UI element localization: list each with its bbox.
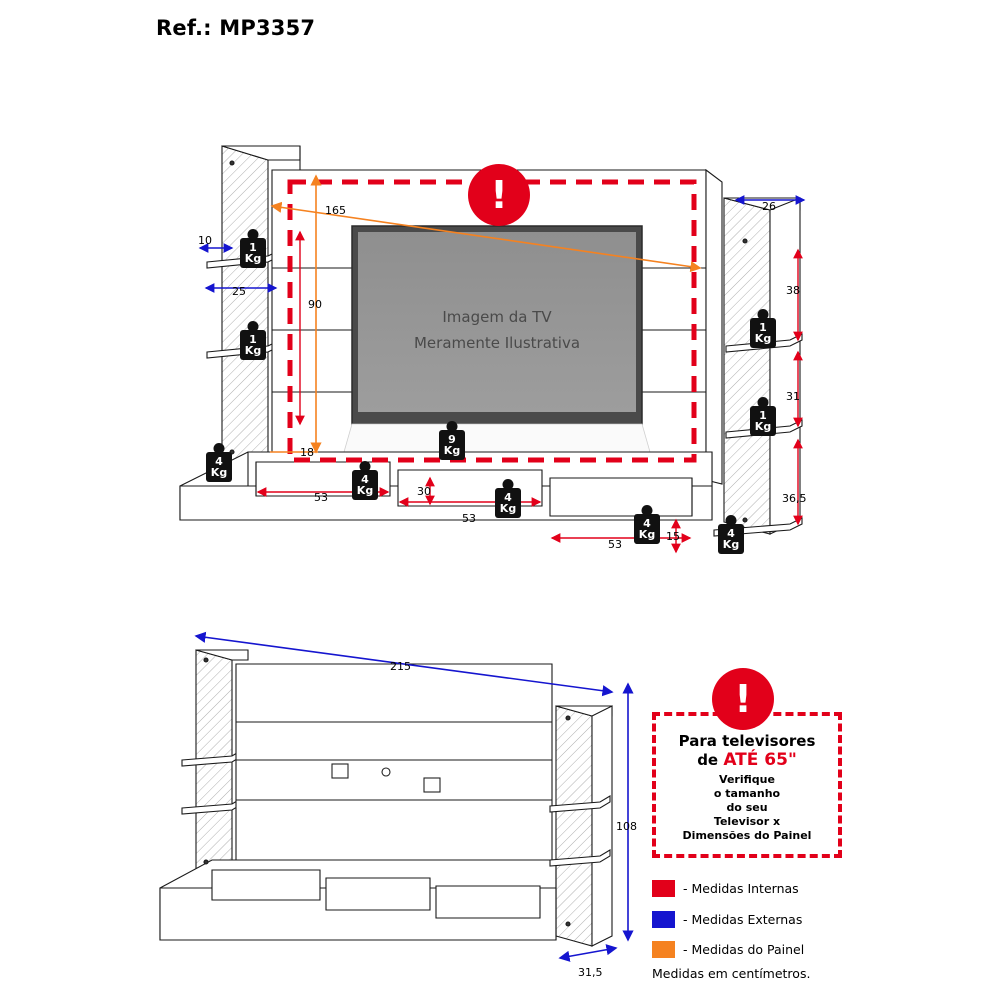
dim-53-a: 53 [314,491,328,504]
dim-30: 30 [417,485,431,498]
dim-26: 26 [762,200,776,213]
kg-left-shelf-1a: 1 Kg [240,238,266,268]
dim-108: 108 [616,820,637,833]
exclamation-icon: ! [712,668,774,730]
kg-base-4d: 4 Kg [634,514,660,544]
dim-215: 215 [390,660,411,673]
dim-15: 15 [666,530,680,543]
legend-note: Medidas em centímetros. [652,966,811,981]
dim-31-5: 31,5 [578,966,603,979]
dim-38: 38 [786,284,800,297]
warning-max-size: ATÉ 65" [723,750,797,770]
kg-left-base-4a: 4 Kg [206,452,232,482]
dim-31: 31 [786,390,800,403]
exclamation-icon: ! [468,164,530,226]
kg-right-base-4e: 4 Kg [718,524,744,554]
dim-10: 10 [198,234,212,247]
dim-53-c: 53 [608,538,622,551]
legend-label-internas: - Medidas Internas [683,881,799,896]
page-title: Ref.: MP3357 [156,16,316,40]
dim-53-b: 53 [462,512,476,525]
warning-line1: Para televisores [678,732,816,750]
dim-165: 165 [325,204,346,217]
dim-25: 25 [232,285,246,298]
internal-area-outline [287,179,697,463]
warning-line2: de ATÉ 65" [697,750,797,770]
tv-size-warning-box: Para televisores de ATÉ 65" Verifique o … [652,712,842,858]
legend-swatch-red [652,880,675,897]
kg-right-shelf-1d: 1 Kg [750,406,776,436]
dim-90: 90 [308,298,322,311]
tv-image-line2: Meramente Ilustrativa [414,334,580,352]
kg-left-shelf-1b: 1 Kg [240,330,266,360]
dim-36-5: 36,5 [782,492,807,505]
kg-tv-9: 9 Kg [439,430,465,460]
tv-image-line1: Imagem da TV [442,308,552,326]
dim-18: 18 [300,446,314,459]
warning-line3: Verifique o tamanho do seu Televisor x D… [682,773,812,843]
legend-item-externas: - Medidas Externas [652,911,802,928]
kg-base-4b: 4 Kg [352,470,378,500]
kg-base-4c: 4 Kg [495,488,521,518]
legend-label-painel: - Medidas do Painel [683,942,805,957]
legend-item-internas: - Medidas Internas [652,880,799,897]
legend-swatch-blue [652,911,675,928]
legend-swatch-orange [652,941,675,958]
kg-right-shelf-1c: 1 Kg [750,318,776,348]
legend-item-painel: - Medidas do Painel [652,941,804,958]
legend-label-externas: - Medidas Externas [683,912,803,927]
